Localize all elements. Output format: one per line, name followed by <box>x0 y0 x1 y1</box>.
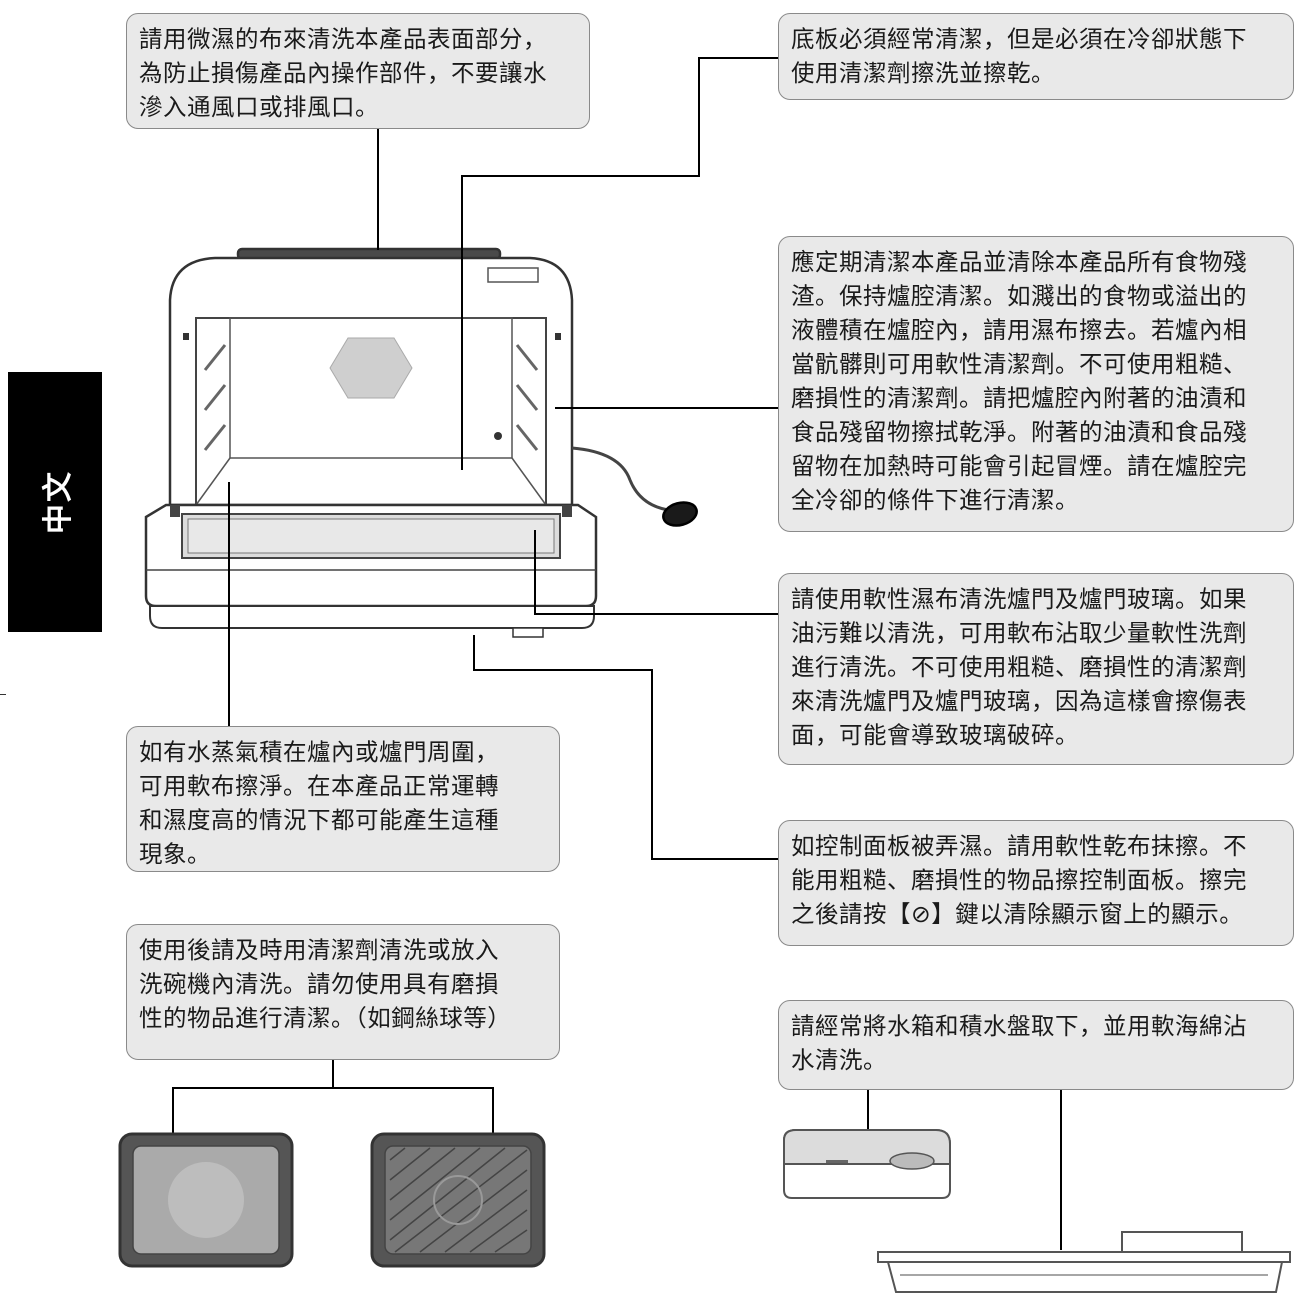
language-tab: 中文 <box>8 372 102 632</box>
oven-illustration <box>144 247 698 638</box>
note-control-panel: 如控制面板被弄濕。請用軟性乾布抹擦。不 能用粗糙、磨損性的物品擦控制面板。擦完 … <box>778 820 1294 946</box>
water-tank-icon <box>783 1129 951 1199</box>
leader-lines <box>172 57 1062 1250</box>
language-tab-label: 中文 <box>41 470 76 534</box>
note-door: 請使用軟性濕布清洗爐門及爐門玻璃。如果 油污難以清洗，可用軟布沾取少量軟性洗劑 … <box>778 573 1294 765</box>
baking-tray-icon <box>118 1132 294 1268</box>
note-water-tank: 請經常將水箱和積水盤取下，並用軟海綿沾 水清洗。 <box>778 1000 1294 1090</box>
note-base-plate: 底板必須經常清潔，但是必須在冷卻狀態下 使用清潔劑擦洗並擦乾。 <box>778 13 1294 100</box>
note-cavity: 應定期清潔本產品並清除本產品所有食物殘 渣。保持爐腔清潔。如濺出的食物或溢出的 … <box>778 236 1294 532</box>
note-accessories: 使用後請及時用清潔劑清洗或放入 洗碗機內清洗。請勿使用具有磨損 性的物品進行清潔… <box>126 924 560 1060</box>
margin-tick <box>0 694 6 695</box>
note-steam: 如有水蒸氣積在爐內或爐門周圍， 可用軟布擦淨。在本產品正常運轉 和濕度高的情況下… <box>126 726 560 872</box>
drip-tray-icon <box>877 1231 1291 1293</box>
note-exterior: 請用微濕的布來清洗本產品表面部分， 為防止損傷產品內操作部件，不要讓水 滲入通風… <box>126 13 590 129</box>
grill-rack-icon <box>370 1132 546 1268</box>
